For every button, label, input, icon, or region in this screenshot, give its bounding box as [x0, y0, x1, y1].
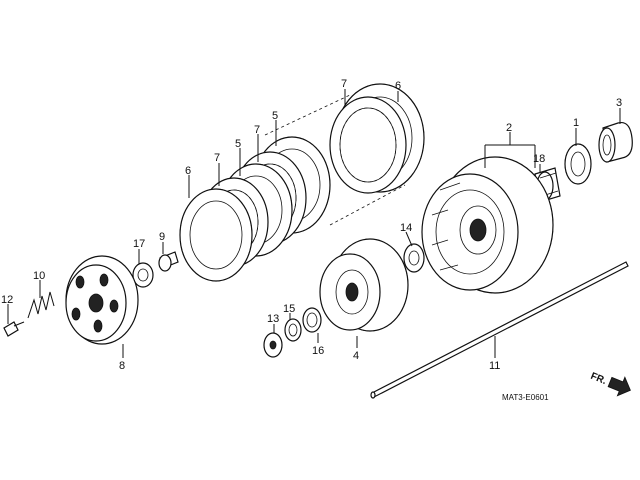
callout-14: 14: [400, 222, 412, 234]
bolt-part-9: [158, 251, 179, 272]
clutch-outer-part-2: [421, 156, 554, 294]
callout-5a: 5: [272, 110, 278, 122]
bearing-part-17: [132, 262, 154, 288]
callout-7a: 7: [341, 78, 347, 90]
collar-part-3: [598, 121, 633, 163]
callout-8: 8: [119, 360, 125, 372]
callout-6a: 6: [395, 80, 401, 92]
callout-5b: 5: [235, 138, 241, 150]
lifter-rod-part-11: [370, 261, 629, 399]
washer-part-16: [302, 307, 322, 333]
callout-10: 10: [33, 270, 45, 282]
callout-7b: 7: [254, 124, 260, 136]
washer-part-15: [284, 318, 302, 342]
callout-9: 9: [159, 231, 165, 243]
direction-label: FR.: [589, 371, 608, 387]
callout-17: 17: [133, 238, 145, 250]
pressure-plate-part-8: [65, 255, 139, 345]
callout-12: 12: [1, 294, 13, 306]
callout-1: 1: [573, 117, 579, 129]
callout-16: 16: [312, 345, 324, 357]
callout-18: 18: [533, 153, 545, 165]
callout-7c: 7: [214, 152, 220, 164]
diagram-code: MAT3-E0601: [502, 393, 549, 402]
callout-4: 4: [353, 350, 359, 362]
clutch-center-part-4: [319, 238, 409, 332]
spring-part-10: [27, 291, 55, 319]
lifter-gear-part-13: [263, 332, 283, 358]
callout-15: 15: [283, 303, 295, 315]
clutch-plate-part-7-rear: [329, 96, 407, 194]
lock-nut-part-1: [564, 143, 592, 185]
friction-disc-part-6-front: [179, 188, 253, 282]
thrust-washer-part-14: [403, 243, 425, 273]
leader-lines: [7, 89, 621, 358]
callout-6b: 6: [185, 165, 191, 177]
front-direction-arrow: FR.: [589, 371, 631, 397]
callout-3: 3: [616, 97, 622, 109]
callout-11: 11: [489, 360, 500, 372]
callout-13: 13: [267, 313, 279, 325]
bolt-part-12: [3, 321, 25, 337]
callout-2: 2: [506, 122, 512, 134]
